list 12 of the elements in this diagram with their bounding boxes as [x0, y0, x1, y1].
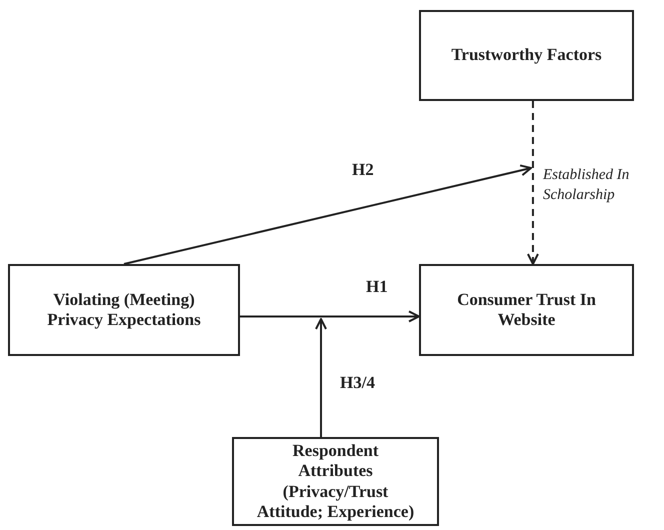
- concept-box: [419, 264, 634, 356]
- node-label: Respondent Attributes (Privacy/Trust Attitude; Experience): [256, 440, 416, 522]
- arrow: [240, 310, 420, 322]
- arrow: [124, 164, 532, 265]
- node-label: Consumer Trust In Website: [456, 290, 597, 330]
- concept-box: [419, 10, 634, 101]
- node-label: Violating (Meeting) Privacy Expectations: [46, 290, 202, 330]
- arrow: [526, 101, 539, 265]
- concept-box: [232, 437, 439, 526]
- concept-box: [8, 264, 240, 356]
- node-label: Trustworthy Factors: [451, 45, 602, 66]
- arrow: [315, 318, 327, 437]
